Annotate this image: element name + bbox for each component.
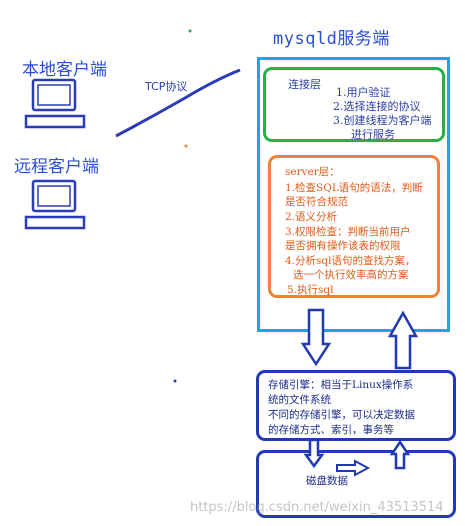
dot-marker	[184, 144, 188, 148]
storage-engine-line: 统的文件系统	[268, 394, 331, 406]
arrow-up-icon	[389, 439, 411, 470]
server-layer-line: 选一个执行效率高的方案	[293, 269, 409, 281]
connection-layer-title: 连接层	[288, 78, 321, 91]
dot-marker	[188, 29, 192, 33]
connection-item: 2.选择连接的协议	[333, 100, 421, 113]
server-layer-line: 是否拥有操作该表的权限	[285, 240, 401, 252]
mysqld-server-container	[257, 57, 450, 332]
watermark: https://blog.csdn.net/weixin_43513514	[190, 500, 444, 515]
tcp-connection-line	[115, 68, 241, 138]
storage-engine-line: 不同的存储引擎，可以决定数据	[268, 409, 415, 421]
connection-layer-box: 连接层 1.用户验证 2.选择连接的协议 3.创建线程为客户端 进行服务	[263, 67, 445, 142]
arrow-down-icon	[300, 308, 332, 367]
server-title: mysqld服务端	[273, 29, 390, 49]
tcp-protocol-label: TCP协议	[145, 80, 188, 93]
arrow-up-icon	[387, 310, 419, 370]
storage-engine-box: 存储引擎：相当于Linux操作系 统的文件系统 不同的存储引擎，可以决定数据 的…	[256, 370, 456, 441]
connection-item: 进行服务	[351, 128, 395, 141]
connection-item: 3.创建线程为客户端	[333, 114, 432, 127]
disk-data-label: 磁盘数据	[306, 475, 348, 487]
storage-engine-line: 存储引擎：相当于Linux操作系	[268, 379, 414, 391]
computer-icon	[24, 78, 86, 129]
computer-icon	[24, 179, 86, 230]
connection-item: 1.用户验证	[336, 86, 391, 99]
server-layer-line: 是否符合规范	[285, 196, 348, 208]
arrow-down-icon	[303, 438, 325, 469]
server-layer-line: 3.权限检查：判断当前用户	[285, 226, 411, 238]
server-layer-line: 2.语义分析	[285, 211, 338, 223]
server-layer-line: 1.检查SQL语句的语法，判断	[285, 182, 423, 194]
arrow-right-icon	[336, 459, 371, 477]
dot-marker	[173, 379, 177, 383]
server-layer-line: 5.执行sql	[287, 284, 334, 296]
server-layer-box: server层： 1.检查SQL语句的语法，判断 是否符合规范 2.语义分析 3…	[268, 155, 440, 298]
server-layer-title: server层：	[285, 166, 340, 178]
remote-client-label: 远程客户端	[14, 157, 99, 177]
server-layer-line: 4.分析sql语句的查找方案，	[285, 255, 416, 267]
storage-engine-line: 的存储方式、索引，事务等	[268, 424, 394, 436]
disk-data-box	[256, 450, 456, 518]
local-client-label: 本地客户端	[22, 60, 107, 80]
